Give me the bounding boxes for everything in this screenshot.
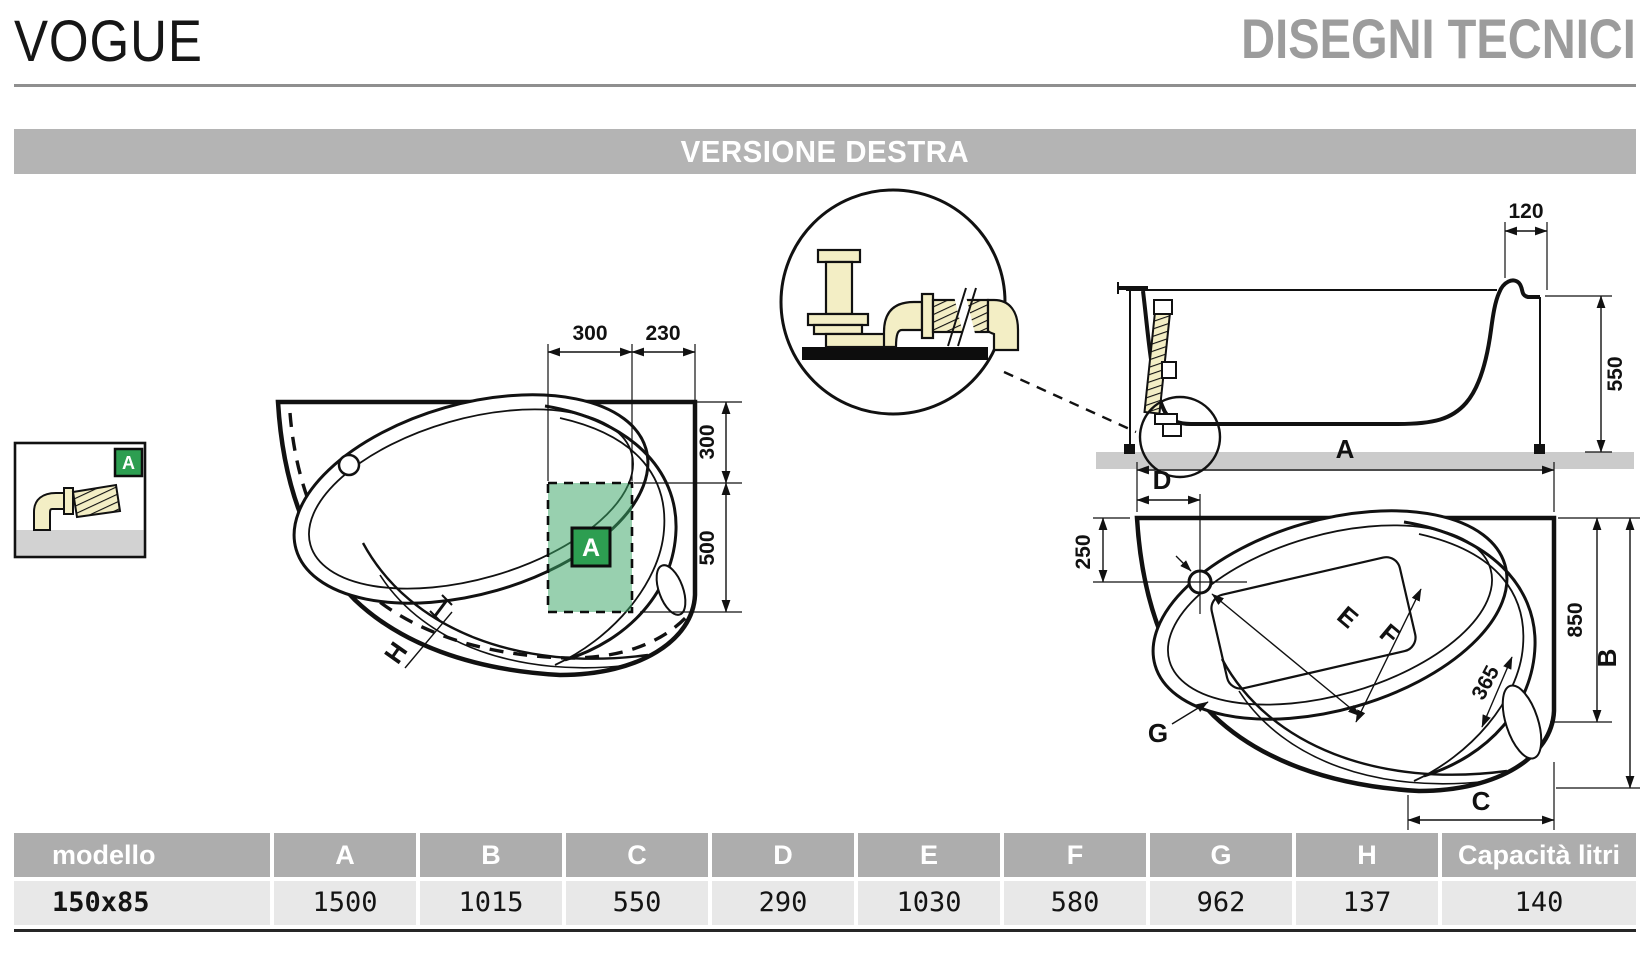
col-header-modello: modello — [14, 833, 270, 877]
col-header-f: F — [1004, 833, 1146, 877]
overflow-cup-lip — [816, 248, 862, 264]
col-header-c: C — [566, 833, 708, 877]
overflow-fitting — [1153, 299, 1173, 315]
dim-zone-width: 300 — [572, 322, 607, 345]
spec-table: modello A B C D E F G H Capacità litri 1… — [14, 833, 1636, 932]
version-banner: VERSIONE DESTRA — [14, 129, 1636, 174]
drain-kit-inset: A — [13, 441, 147, 559]
col-header-a: A — [274, 833, 416, 877]
side-view: 120 550 — [1096, 200, 1634, 479]
seat-band-inner-right — [1413, 533, 1525, 782]
inset-floor — [16, 530, 144, 556]
drain-fitting-bottom — [1162, 423, 1182, 437]
left-foot — [1124, 444, 1135, 454]
floor-strip — [1096, 452, 1634, 469]
dim-overall-depth: B — [1592, 649, 1622, 668]
mid-fitting — [1161, 361, 1177, 379]
dim-headrest: 120 — [1508, 200, 1543, 223]
cell-d: 290 — [712, 881, 854, 925]
cell-f: 580 — [1004, 881, 1146, 925]
hose-break-line-1 — [947, 287, 967, 347]
install-zone-badge-label: A — [582, 534, 600, 562]
drain-fitting-top — [1154, 413, 1178, 425]
dim-bottom-edge: C — [1472, 786, 1491, 816]
apron-gap-tick-end1 — [429, 610, 441, 622]
drain-plate-1 — [806, 312, 870, 327]
seat-band-outer-right — [1403, 520, 1537, 778]
col-header-h: H — [1296, 833, 1438, 877]
spec-table-grid: modello A B C D E F G H Capacità litri 1… — [14, 833, 1636, 925]
dim-drain-x: D — [1153, 465, 1172, 495]
apron-gap-tick-end2 — [441, 594, 453, 606]
apron-dashed-line — [288, 412, 692, 660]
apron-gap-tick — [433, 599, 449, 617]
tub-shell-profile — [1141, 278, 1540, 426]
brand-title: VOGUE — [14, 9, 203, 74]
dim-edge-to-zone-top: 300 — [696, 424, 719, 459]
install-zone-badge — [570, 526, 612, 568]
drain-plate-2 — [812, 323, 864, 336]
cell-a: 1500 — [274, 881, 416, 925]
table-bottom-rule — [14, 929, 1636, 932]
inset-pipe-flange — [63, 487, 74, 515]
dimension-lines-left-plan — [547, 347, 731, 613]
drain-assembly — [806, 248, 935, 349]
plan-view-installation: A 300 230 300 500 — [275, 322, 742, 678]
seat-band-inner — [554, 417, 666, 666]
overflow-cup-body — [824, 260, 854, 316]
cell-b: 1015 — [420, 881, 562, 925]
drain-pointer — [1175, 555, 1192, 572]
dim-zone-to-edge: 230 — [645, 322, 680, 345]
inset-pipe-hose — [71, 483, 122, 519]
inset-badge — [113, 447, 144, 478]
dim-overall-width: A — [1336, 434, 1355, 464]
step-arc-2 — [379, 574, 631, 669]
detail-floor-bar — [802, 347, 988, 360]
cell-c: 550 — [566, 881, 708, 925]
hose-break-mask — [952, 288, 978, 346]
dim-drain-y: 250 — [1072, 534, 1095, 569]
drain-detail-circle — [779, 188, 1020, 416]
col-header-g: G — [1150, 833, 1292, 877]
hose-break-line-2 — [957, 287, 977, 347]
step-arc-1 — [361, 542, 649, 660]
col-header-d: D — [712, 833, 854, 877]
detail-callout-circle — [1138, 395, 1222, 479]
apron-gap-leader — [404, 611, 453, 669]
corner-radius-label: G — [1148, 718, 1168, 748]
hose-end-elbow — [986, 298, 1020, 352]
inset-badge-label: A — [122, 453, 135, 473]
dim-zone-height: 500 — [696, 530, 719, 565]
version-banner-label: VERSIONE DESTRA — [680, 133, 970, 169]
col-header-b: B — [420, 833, 562, 877]
plan-view-dimensions: A D 250 E F 850 B 365 G C — [1072, 434, 1640, 830]
hose-flange — [920, 292, 935, 340]
cell-g: 962 — [1150, 881, 1292, 925]
dimension-lines-right-plan — [1098, 465, 1635, 825]
corner-radius-leader — [1171, 701, 1209, 725]
col-header-capacity: Capacità litri — [1442, 833, 1636, 877]
col-header-e: E — [858, 833, 1000, 877]
drain-trap — [824, 332, 890, 349]
cell-capacity: 140 — [1442, 881, 1636, 925]
dim-side-height: 850 — [1564, 602, 1587, 637]
dim-height: 550 — [1604, 356, 1627, 391]
page-title: DISEGNI TECNICI — [1241, 7, 1636, 70]
faucet-hole — [337, 453, 361, 477]
header-divider — [14, 84, 1636, 87]
corner-lens — [655, 564, 687, 616]
detail-callout-dashed-line — [1003, 370, 1137, 434]
cell-e: 1030 — [858, 881, 1000, 925]
cell-h: 137 — [1296, 881, 1438, 925]
extension-lines-side-view — [1504, 222, 1612, 453]
cell-model: 150x85 — [14, 881, 270, 925]
seat-band-outer — [544, 404, 678, 662]
right-foot — [1534, 444, 1545, 454]
